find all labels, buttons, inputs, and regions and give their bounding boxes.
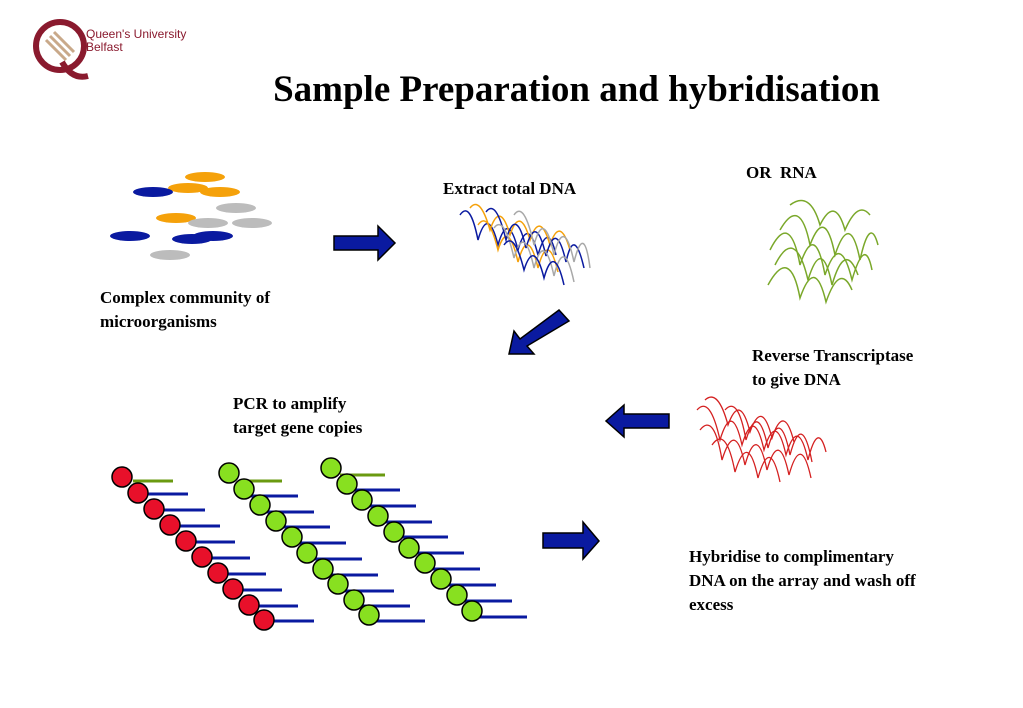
bead-green bbox=[312, 558, 334, 580]
label-extract-dna: Extract total DNA bbox=[443, 179, 577, 198]
cell-blue bbox=[133, 187, 173, 197]
bead-green bbox=[383, 521, 405, 543]
cell-gray bbox=[232, 218, 272, 228]
bead-green bbox=[461, 600, 483, 622]
bead-green bbox=[367, 505, 389, 527]
label-pcr: PCR to amplify target gene copies bbox=[233, 394, 363, 437]
bead-green bbox=[398, 537, 420, 559]
cdna-squiggle bbox=[696, 396, 827, 483]
cell-orange bbox=[185, 172, 225, 182]
dna-squiggle bbox=[459, 203, 591, 286]
label-or-rna: OR RNA bbox=[746, 163, 817, 182]
university-logo: Queen's University Belfast bbox=[32, 18, 202, 82]
bead-red bbox=[207, 562, 229, 584]
bead-green bbox=[249, 494, 271, 516]
bead-green bbox=[343, 589, 365, 611]
bead-green bbox=[218, 462, 240, 484]
bead-green bbox=[320, 457, 342, 479]
bead-green bbox=[265, 510, 287, 532]
arrow-right-2 bbox=[542, 519, 600, 561]
label-reverse-transcriptase: Reverse Transcriptase to give DNA bbox=[752, 346, 914, 389]
bead-red bbox=[127, 482, 149, 504]
bead-green bbox=[414, 552, 436, 574]
cell-blue bbox=[110, 231, 150, 241]
bead-green bbox=[430, 568, 452, 590]
arrow-left bbox=[604, 403, 670, 439]
bead-green bbox=[336, 473, 358, 495]
cell-orange bbox=[200, 187, 240, 197]
bead-red bbox=[222, 578, 244, 600]
bead-green bbox=[233, 478, 255, 500]
pcr-chain-red bbox=[111, 466, 314, 631]
bead-green bbox=[327, 573, 349, 595]
pcr-chain-green-1 bbox=[218, 462, 425, 626]
logo-line-2: Belfast bbox=[86, 40, 123, 54]
label-hybridise: Hybridise to complimentary DNA on the ar… bbox=[689, 547, 916, 614]
bead-red bbox=[143, 498, 165, 520]
bead-red bbox=[111, 466, 133, 488]
logo-q-emblem bbox=[33, 19, 89, 80]
pcr-chain-green-2 bbox=[320, 457, 527, 622]
bead-green bbox=[446, 584, 468, 606]
microorganism-cluster bbox=[110, 172, 272, 260]
bead-green bbox=[296, 542, 318, 564]
cell-blue bbox=[193, 231, 233, 241]
cell-orange bbox=[168, 183, 208, 193]
bead-green bbox=[351, 489, 373, 511]
bead-red bbox=[191, 546, 213, 568]
arrow-right-1 bbox=[333, 224, 397, 262]
logo-line-1: Queen's University bbox=[86, 27, 187, 41]
rna-squiggle bbox=[767, 199, 879, 305]
bead-green bbox=[281, 526, 303, 548]
label-community: Complex community of microorganisms bbox=[100, 288, 270, 331]
cell-gray bbox=[150, 250, 190, 260]
bead-red bbox=[253, 609, 275, 631]
bead-red bbox=[159, 514, 181, 536]
bead-green bbox=[358, 604, 380, 626]
cell-gray bbox=[188, 218, 228, 228]
arrow-down-left bbox=[508, 308, 571, 355]
bead-red bbox=[175, 530, 197, 552]
cell-orange bbox=[156, 213, 196, 223]
cell-gray bbox=[216, 203, 256, 213]
bead-red bbox=[238, 594, 260, 616]
slide-title: Sample Preparation and hybridisation bbox=[273, 69, 880, 110]
